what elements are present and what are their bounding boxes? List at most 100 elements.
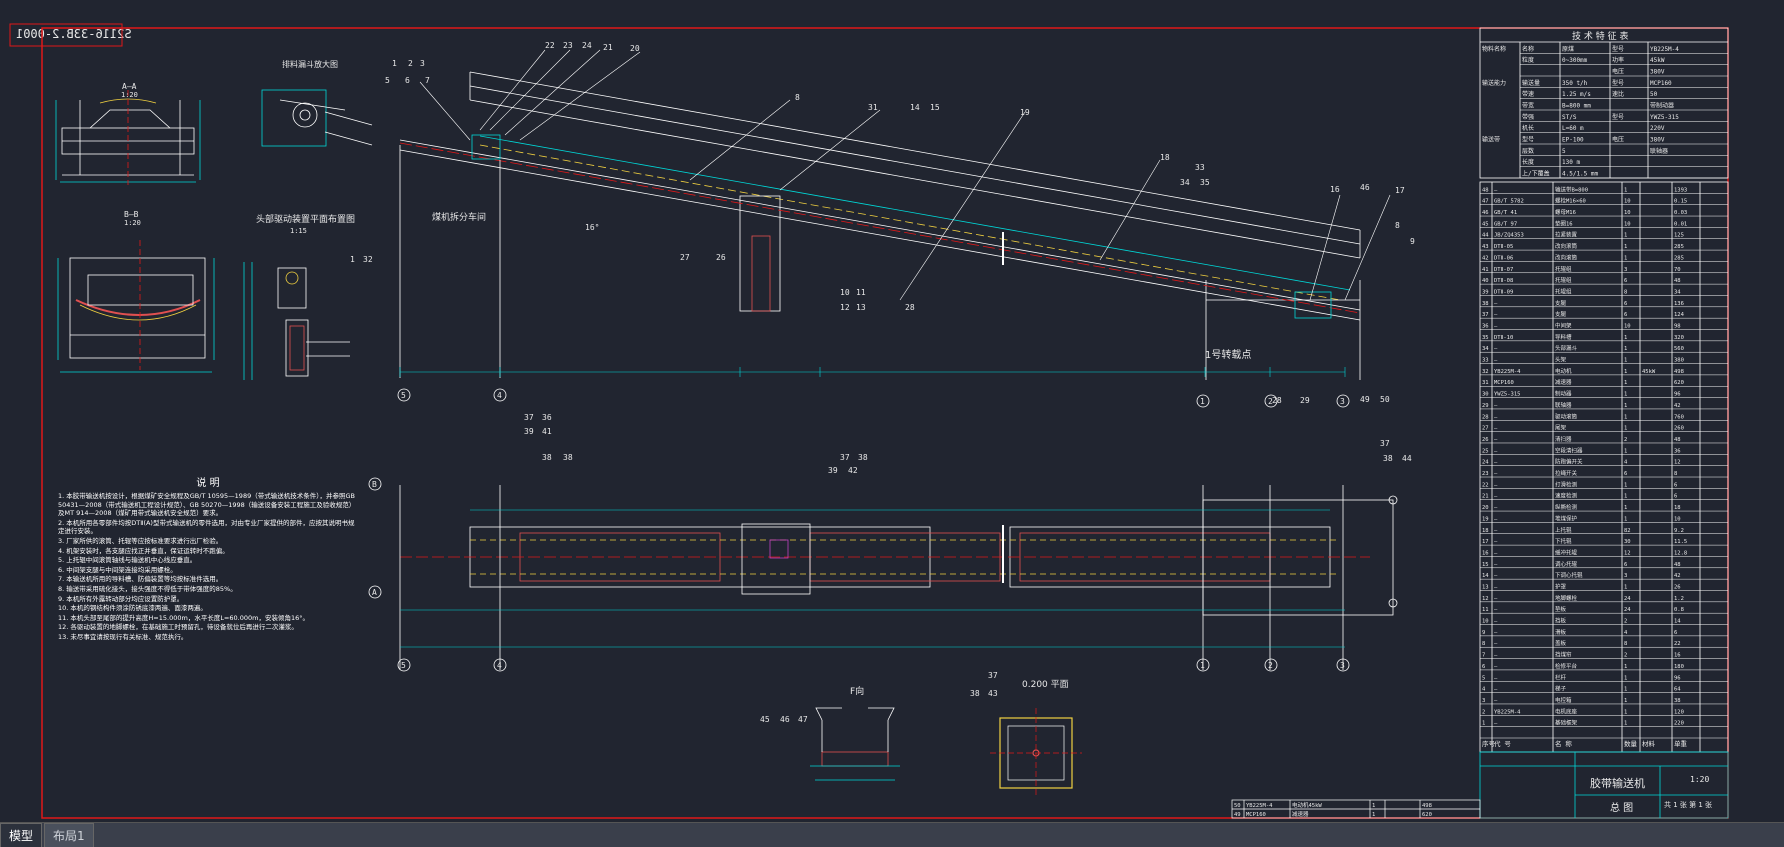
f-view-label: F向 [850,685,864,697]
parts-cell: — [1494,550,1498,556]
svg-text:2: 2 [408,59,413,68]
tech-cell: YB225M-4 [1650,46,1679,53]
parts-cell: 支腿 [1555,310,1567,318]
small-table-cell: 50 [1234,803,1241,809]
parts-cell: 基础框架 [1555,719,1578,727]
axis-2-bottom: 2 [1268,661,1273,670]
parts-cell: 托辊组 [1555,276,1572,284]
parts-cell: 1 [1624,233,1627,239]
parts-cell: — [1494,687,1498,693]
parts-cell: 6 [1482,664,1485,670]
parts-cell: 6 [1624,301,1627,307]
parts-cell: 38 [1674,698,1681,704]
parts-cell: 48 [1674,437,1681,443]
cad-drawing[interactable]: A—A 1:20 B—B 1:20 排料漏斗放大图 [0,0,1784,822]
tech-table-title: 技 术 特 征 表 [1572,30,1628,42]
parts-cell: 24 [1482,460,1489,466]
svg-text:22: 22 [545,41,555,50]
parts-cell: YB225M-4 [1494,709,1521,715]
parts-cell: 电机底座 [1555,707,1578,715]
parts-cell: 纵撕检测 [1555,503,1578,511]
drawing-frame [41,27,1729,819]
parts-cell: 36 [1674,448,1681,454]
parts-cell: 盖板 [1555,639,1567,647]
parts-cell: 10 [1482,619,1489,625]
plan-detail-label: 0.200 平面 [1022,679,1069,690]
parts-cell: 1 [1624,369,1627,375]
parts-cell: 64 [1674,687,1681,693]
parts-cell: 12 [1482,596,1489,602]
svg-text:36: 36 [542,413,552,422]
leader-lines [419,49,1391,301]
parts-cell: 6 [1624,471,1627,477]
parts-cell: 1 [1624,516,1627,522]
parts-cell: 498 [1674,369,1684,375]
svg-text:37: 37 [840,453,850,462]
parts-cell: DTⅡ-07 [1494,267,1513,273]
title-block-sheet: 共 1 张 第 1 张 [1664,800,1712,809]
parts-cell: 12.8 [1674,550,1687,556]
svg-text:24: 24 [582,41,592,50]
svg-text:38: 38 [858,453,868,462]
parts-cell: 制动器 [1555,390,1572,398]
tech-cell: B=800 mm [1562,103,1591,110]
parts-cell: 拉绳开关 [1555,469,1578,477]
tech-cell: 型号 [1612,79,1624,87]
parts-cell: 22 [1482,482,1489,488]
small-table-cell: 620 [1422,812,1432,818]
parts-cell: 34 [1482,346,1489,352]
parts-cell: 栏杆 [1555,673,1567,681]
parts-cell: 560 [1674,346,1684,352]
parts-cell: 96 [1674,392,1681,398]
parts-header-cell: 材料 [1642,739,1656,748]
parts-cell: 1 [1624,335,1627,341]
notes-title: 说 明 [196,478,220,489]
cad-canvas[interactable]: S2116-33B.2-0001 A—A 1:20 [0,0,1784,822]
parts-cell: 12 [1674,460,1681,466]
tech-cell: 联轴器 [1650,147,1668,155]
parts-header-cell: 单重 [1674,739,1688,748]
svg-text:37: 37 [988,671,998,680]
tech-cell: 带强 [1522,113,1534,121]
tech-cell: 输送量 [1522,79,1540,87]
tech-cell: 型号 [1612,113,1624,121]
parts-cell: 31 [1482,380,1489,386]
parts-cell: 70 [1674,267,1681,273]
parts-cell: 1 [1624,687,1627,693]
parts-cell: 导料槽 [1555,333,1572,341]
tech-cell: 速比 [1612,90,1624,98]
axis-1-bottom: 1 [1200,661,1205,670]
tab-layout1[interactable]: 布局1 [44,823,94,847]
parts-cell: — [1494,346,1498,352]
parts-cell: 7 [1482,653,1485,659]
axis-4-top: 4 [497,391,502,400]
parts-cell: 19 [1482,516,1489,522]
tech-cell: 物料名称 [1482,45,1506,53]
parts-cell: 22 [1674,641,1681,647]
tab-model[interactable]: 模型 [0,823,43,847]
parts-cell: 检修平台 [1555,662,1578,670]
axis-5-bottom: 5 [401,661,406,670]
parts-cell: 46 [1482,210,1489,216]
parts-cell: 8 [1674,471,1677,477]
parts-cell: 16 [1482,550,1489,556]
parts-cell: — [1494,358,1498,364]
parts-cell: 9.2 [1674,528,1684,534]
parts-cell: 上托辊 [1555,526,1572,534]
axis-markers-top [397,388,1350,408]
parts-cell: 2 [1624,619,1627,625]
tech-cell: 带宽 [1522,102,1534,110]
parts-cell: 124 [1674,312,1685,318]
parts-cell: — [1494,426,1498,432]
title-block-name: 胶带输送机 [1590,776,1645,790]
svg-text:50: 50 [1380,395,1390,404]
small-table-cell: 1 [1372,812,1375,818]
parts-cell: — [1494,516,1498,522]
parts-cell: 2 [1482,709,1485,715]
row-b-label: B [372,480,377,489]
parts-header-cell: 名 称 [1555,739,1572,748]
tail-point-label: 1号转载点 [1205,348,1251,361]
parts-cell: 下托辊 [1555,537,1572,545]
svg-text:18: 18 [1160,153,1170,162]
